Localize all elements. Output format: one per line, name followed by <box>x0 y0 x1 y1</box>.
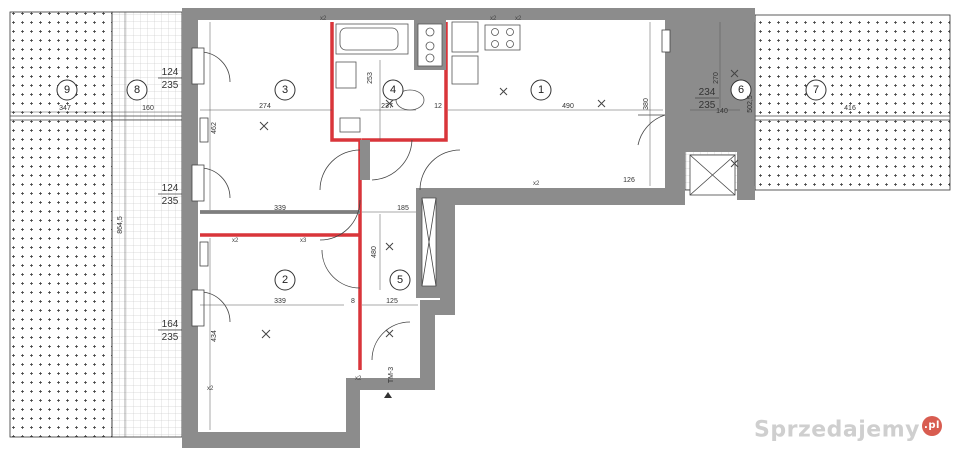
terrace-7 <box>754 14 951 191</box>
bathroom-wall <box>330 22 362 370</box>
room-number-2: 2 <box>282 274 288 286</box>
watermark-logo: Sprzedajemy.pl <box>754 415 942 442</box>
socket-markers: x2 x2 x2 x3 x2 x2 x2 x2 <box>207 16 540 392</box>
ceiling-light-marks <box>259 69 739 339</box>
dim-347: 347 <box>59 105 71 112</box>
room-number-9: 9 <box>64 84 70 96</box>
room-number-4: 4 <box>390 84 396 96</box>
dim-12a: 12 <box>434 103 442 110</box>
dim-160: 160 <box>142 105 154 112</box>
room-number-3: 3 <box>282 84 288 96</box>
dim-490: 490 <box>562 103 574 110</box>
dim-237: 237 <box>381 103 393 110</box>
window-1-width: 124 <box>162 67 179 78</box>
dim-125: 125 <box>386 298 398 305</box>
room-number-1: 1 <box>538 84 544 96</box>
window-1 <box>191 47 205 85</box>
window-4-height: 235 <box>699 100 716 111</box>
svg-text:x2: x2 <box>232 238 239 244</box>
svg-text:x2: x2 <box>533 181 540 187</box>
svg-text:x3: x3 <box>300 238 307 244</box>
dim-274: 274 <box>259 103 271 110</box>
room-number-5: 5 <box>397 274 403 286</box>
window-3-width: 164 <box>162 319 179 330</box>
dim-462: 462 <box>211 122 218 134</box>
room-number-6: 6 <box>738 84 744 96</box>
dim-253: 253 <box>367 72 374 84</box>
entrance-triangle-icon <box>384 392 392 398</box>
room-number-7: 7 <box>813 84 819 96</box>
svg-text:x2: x2 <box>207 386 214 392</box>
dim-380: 380 <box>643 98 650 110</box>
dim-126: 126 <box>623 177 635 184</box>
window-3-height: 235 <box>162 332 179 343</box>
window-4-width: 234 <box>699 87 716 98</box>
dim-270: 270 <box>713 72 720 84</box>
dim-140: 140 <box>716 108 728 115</box>
svg-text:x2: x2 <box>515 16 522 22</box>
outer-wall <box>182 8 755 448</box>
svg-text:x2: x2 <box>490 16 497 22</box>
window-1-height: 235 <box>162 80 179 91</box>
dim-8: 8 <box>351 298 355 305</box>
tm-label: TM-3 <box>388 367 395 383</box>
dim-434: 434 <box>211 330 218 342</box>
svg-text:x2: x2 <box>320 16 327 22</box>
room-number-8: 8 <box>134 84 140 96</box>
window-3 <box>191 289 205 327</box>
dim-5025: 502,5 <box>747 95 754 113</box>
window-2 <box>191 164 205 202</box>
dim-8645: 864,5 <box>117 216 124 234</box>
svg-text:x2: x2 <box>355 376 362 382</box>
window-2-height: 235 <box>162 196 179 207</box>
dim-480: 480 <box>371 246 378 258</box>
dim-339a: 339 <box>274 205 286 212</box>
dim-185: 185 <box>397 205 409 212</box>
terrace-9 <box>9 11 113 438</box>
dim-416: 416 <box>844 105 856 112</box>
window-2-width: 124 <box>162 183 179 194</box>
dim-339b: 339 <box>274 298 286 305</box>
terrace-8 <box>111 11 183 438</box>
